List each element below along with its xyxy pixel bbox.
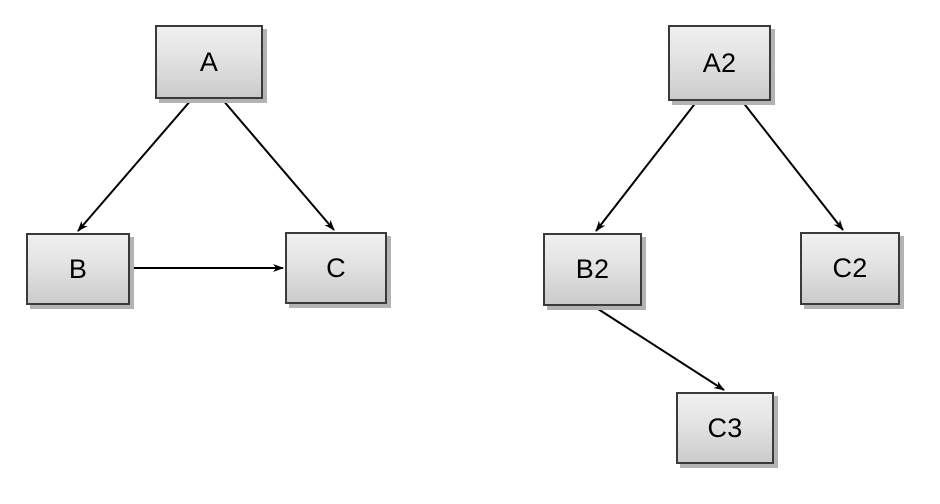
node-label: B [68, 253, 88, 284]
node-c[interactable]: C [285, 232, 387, 304]
node-a[interactable]: A [155, 25, 263, 99]
node-b2[interactable]: B2 [543, 233, 642, 306]
node-c2[interactable]: C2 [800, 232, 900, 305]
edge-a2-to-b2[interactable] [595, 100, 698, 232]
edge-a2-to-c2[interactable] [741, 100, 844, 231]
edge-a-to-b[interactable] [77, 98, 193, 232]
edge-b2-to-c3[interactable] [594, 306, 725, 391]
node-label: C2 [832, 253, 868, 283]
node-label: C3 [707, 412, 743, 443]
edge-a-to-c[interactable] [221, 98, 335, 231]
node-label: A [199, 46, 219, 77]
node-label: A2 [702, 47, 737, 78]
node-b[interactable]: B [26, 233, 130, 305]
node-a2[interactable]: A2 [668, 25, 771, 101]
node-label: B2 [575, 254, 610, 284]
node-label: C [326, 252, 346, 283]
node-c3[interactable]: C3 [676, 392, 774, 464]
